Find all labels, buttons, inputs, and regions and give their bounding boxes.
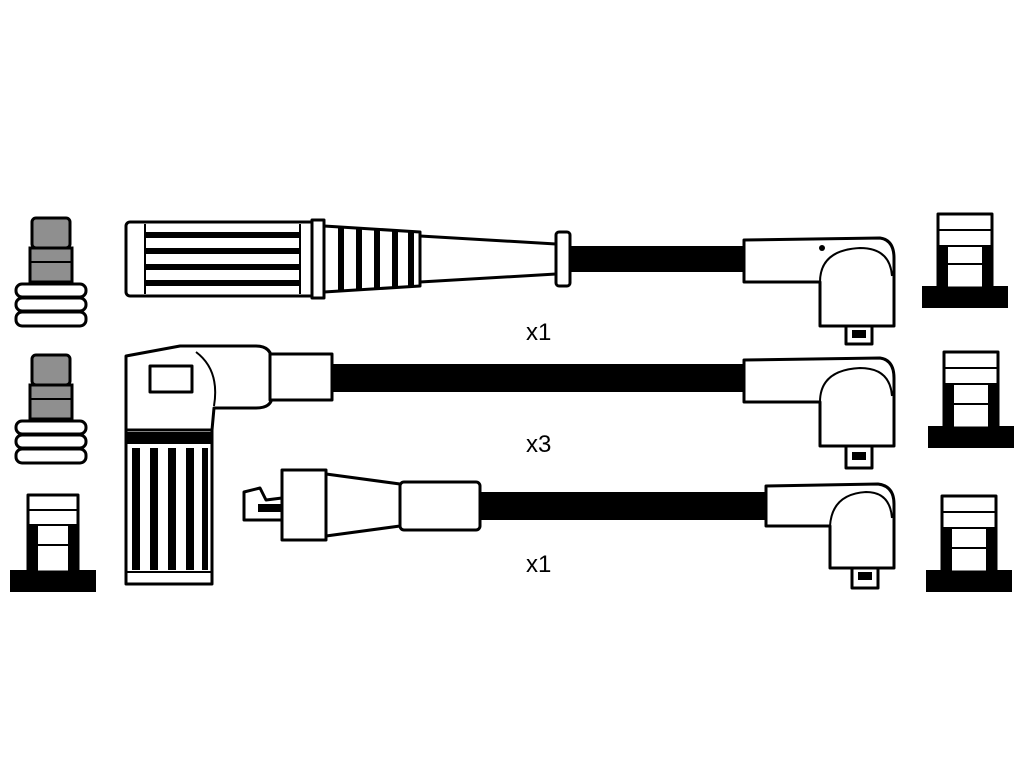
quantity-label-cable-2: x3 — [526, 431, 551, 458]
socket-terminal-right-top — [922, 212, 1008, 308]
socket-terminal-right-middle — [928, 350, 1014, 448]
quantity-label-cable-1: x1 — [526, 319, 551, 346]
ignition-cable-3 — [242, 468, 896, 590]
spark-plug-terminal-top — [14, 216, 88, 328]
socket-terminal-right-bottom — [926, 494, 1012, 592]
ignition-cable-2 — [124, 344, 896, 586]
spark-plug-terminal-middle — [14, 353, 88, 465]
ignition-cable-1 — [124, 218, 896, 346]
socket-terminal-left — [10, 493, 96, 592]
quantity-label-cable-3: x1 — [526, 551, 551, 578]
